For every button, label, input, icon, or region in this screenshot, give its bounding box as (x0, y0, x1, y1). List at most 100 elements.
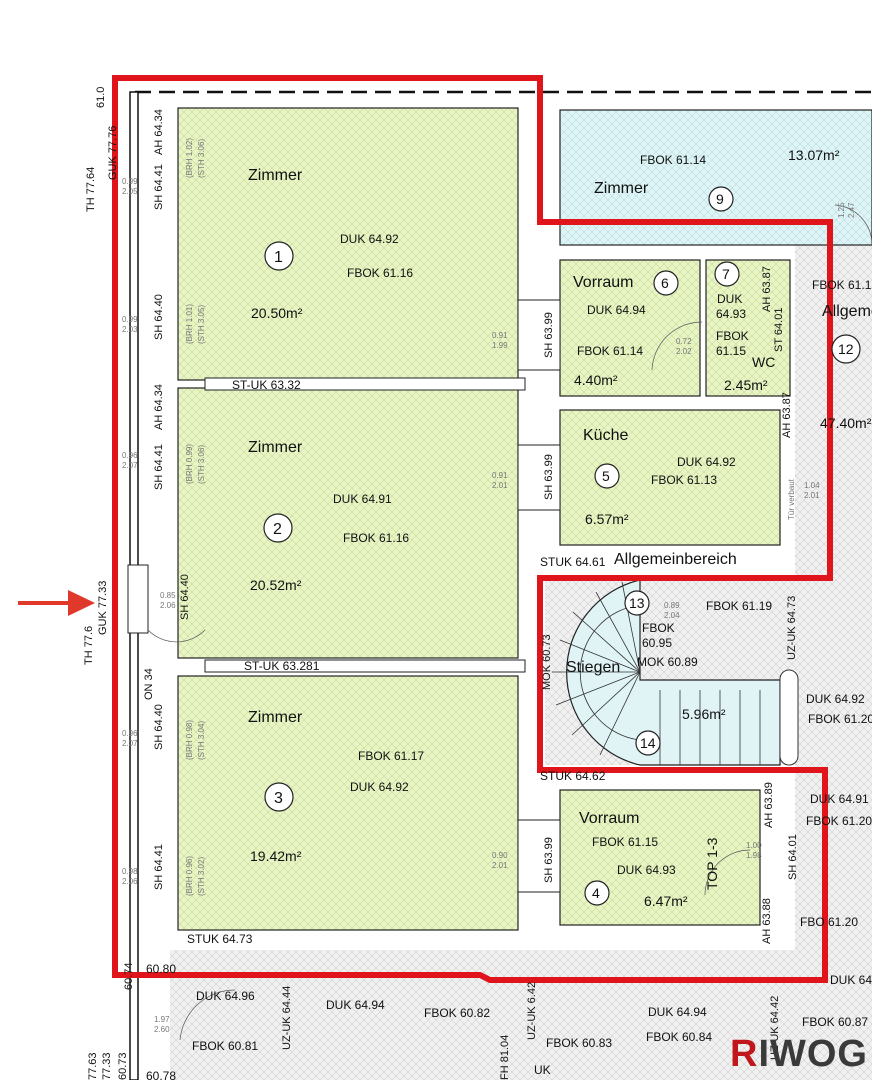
svg-text:2.01: 2.01 (804, 491, 820, 500)
sh-6440-b: SH 64.40 (179, 574, 191, 620)
val-7733: 77.33 (101, 1052, 113, 1080)
room-number-9: 9 (716, 191, 724, 207)
svg-text:(STH 3.05): (STH 3.05) (197, 305, 206, 344)
room-3-fbok: FBOK 61.17 (358, 749, 424, 763)
svg-text:1.98: 1.98 (746, 851, 762, 860)
svg-text:0.98: 0.98 (122, 867, 138, 876)
room-13-fbok-value: 60.95 (642, 636, 672, 650)
svg-text:2.06: 2.06 (160, 601, 176, 610)
room-9-area: 13.07m² (788, 147, 840, 163)
svg-text:0.96: 0.96 (122, 729, 138, 738)
svg-text:2.06: 2.06 (122, 877, 138, 886)
svg-text:(BRH 1.01): (BRH 1.01) (185, 304, 194, 344)
val-7763: 77.63 (87, 1052, 99, 1080)
room-5-area: 6.57m² (585, 511, 629, 527)
svg-text:2.60: 2.60 (154, 1025, 170, 1034)
door-room-1 (517, 299, 561, 371)
svg-text:0.91: 0.91 (492, 331, 508, 340)
room-6-fbok: FBOK 61.14 (577, 344, 643, 358)
room-6-duk: DUK 64.94 (587, 303, 646, 317)
room-3-area: 19.42m² (250, 848, 302, 864)
room-7-name: WC (752, 354, 775, 370)
guk-7733: GUK 77.33 (97, 581, 109, 635)
door-swing-4 (704, 849, 751, 896)
st-uk-label-1: ST-UK 63.32 (232, 378, 301, 392)
fbok-6120-right-b: FBOK 61.20 (806, 814, 872, 828)
svg-text:(BRH 1.02): (BRH 1.02) (185, 138, 194, 178)
room-1 (177, 107, 519, 381)
svg-text:1.99: 1.99 (492, 341, 508, 350)
svg-text:0.85: 0.85 (160, 591, 176, 600)
room-12-fbok: FBOK 61.1 (812, 278, 872, 292)
room-3-duk: DUK 64.92 (350, 780, 409, 794)
svg-text:2.03: 2.03 (122, 325, 138, 334)
riwog-logo: RIWOG (730, 1033, 868, 1075)
fbok-6081: FBOK 60.81 (192, 1039, 258, 1053)
room-9-name: Zimmer (594, 180, 649, 197)
room-7-fbok: FBOK (716, 329, 749, 343)
room-7-area: 2.45m² (724, 377, 768, 393)
stuk-6462: STUK 64.62 (540, 769, 606, 783)
unit-outline (112, 75, 833, 983)
room-1-duk: DUK 64.92 (340, 232, 399, 246)
uk-label: UK (534, 1063, 551, 1077)
room-number-markers (263, 186, 861, 906)
th-7764: TH 77.64 (85, 167, 97, 212)
room-number-2: 2 (273, 521, 282, 538)
on34-label: ON 34 (143, 668, 155, 700)
svg-text:0.99: 0.99 (122, 177, 138, 186)
sh-6440-a: SH 64.40 (153, 294, 165, 340)
svg-text:1.25: 1.25 (837, 202, 846, 218)
stuk-6473: STUK 64.73 (187, 932, 253, 946)
sh-6399-a: SH 63.99 (543, 312, 555, 358)
svg-text:0.91: 0.91 (492, 471, 508, 480)
room-5-name: Küche (583, 427, 628, 444)
value-6080: 60.80 (146, 962, 176, 976)
svg-text:1.04: 1.04 (804, 481, 820, 490)
mok-6073: MOK 60.73 (541, 634, 553, 690)
svg-text:(BRH 0.99): (BRH 0.99) (185, 444, 194, 484)
common-area-bottom (170, 950, 872, 1080)
fh-8104: FH 81.04 (499, 1035, 511, 1080)
window-unit (127, 564, 149, 634)
uz-uk-6444: UZ-UK 64.44 (281, 986, 293, 1050)
svg-text:1.00: 1.00 (746, 841, 762, 850)
room-number-3: 3 (274, 790, 283, 807)
room-14-area: 5.96m² (682, 706, 726, 722)
fbok-6119: FBOK 61.19 (706, 599, 772, 613)
door-swing-7 (651, 321, 703, 371)
room-4-fbok: FBOK 61.15 (592, 835, 658, 849)
svg-text:2.47: 2.47 (847, 202, 856, 218)
room-4-area: 6.47m² (644, 893, 688, 909)
fbo-6120: FBO 61.20 (800, 915, 858, 929)
room-number-14: 14 (640, 735, 656, 751)
svg-text:0.72: 0.72 (676, 337, 692, 346)
room-14-mok: MOK 60.89 (637, 655, 698, 669)
sh-6441-b: SH 64.41 (153, 444, 165, 490)
fbok-6120-right: FBOK 61.20 (808, 712, 872, 726)
svg-text:2.02: 2.02 (676, 347, 692, 356)
ah-6434-b: AH 64.34 (153, 384, 165, 430)
svg-text:2.07: 2.07 (122, 739, 138, 748)
room-2-duk: DUK 64.91 (333, 492, 392, 506)
room-number-7: 7 (722, 266, 730, 282)
room-14-name: Stiegen (566, 659, 620, 676)
room-number-12: 12 (838, 341, 854, 357)
svg-text:0.99: 0.99 (122, 315, 138, 324)
room-number-5: 5 (602, 468, 610, 484)
entrance-arrow (18, 590, 95, 616)
ah-6388: AH 63.88 (761, 898, 773, 944)
duk-6492-right: DUK 64.92 (806, 692, 865, 706)
allgemeinbereich-label: Allgemeinbereich (614, 551, 737, 568)
room-1-name: Zimmer (248, 167, 303, 184)
svg-text:(STH 3.04): (STH 3.04) (197, 721, 206, 760)
value-6078: 60.78 (146, 1069, 176, 1080)
door-room-2 (517, 444, 561, 511)
room-2-area: 20.52m² (250, 577, 302, 593)
svg-text:(STH 3.06): (STH 3.06) (197, 139, 206, 178)
room-12-area: 47.40m² (820, 415, 872, 431)
staircase (552, 579, 799, 766)
room-6-area: 4.40m² (574, 372, 618, 388)
common-area-right (795, 240, 872, 960)
val-6074: 60.74 (123, 962, 135, 990)
